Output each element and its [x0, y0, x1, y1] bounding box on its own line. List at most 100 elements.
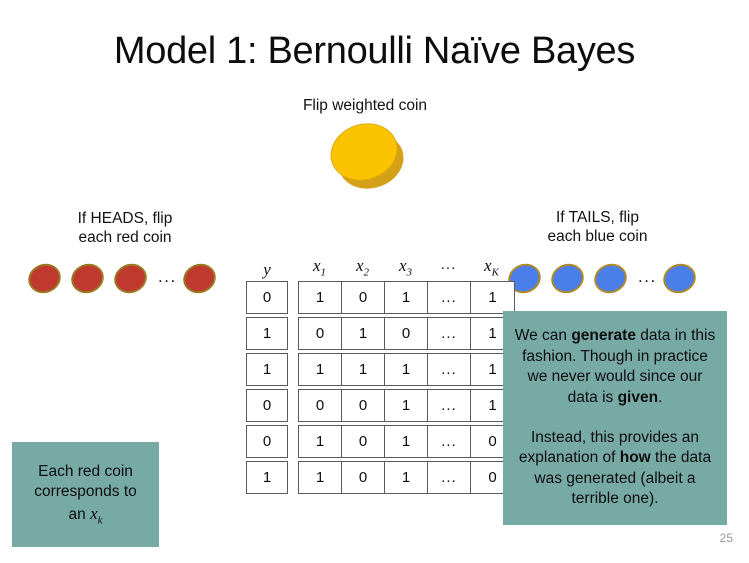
table-cell-y: 1: [246, 461, 288, 494]
rc-p1-c: .: [658, 388, 663, 406]
table-cell-ellipsis: ...: [428, 282, 471, 313]
column-header-sub: 3: [406, 266, 413, 278]
red-coin-row: ...: [24, 259, 226, 298]
heads-caption-line2: each red coin: [78, 229, 172, 247]
table-cell-x: 0: [385, 318, 428, 349]
left-callout-variable: xk: [90, 503, 103, 526]
table-cell-x: 1: [299, 282, 342, 313]
table-row-gap: [288, 461, 298, 494]
rc-p1-b: data in this fashion. Though in practice…: [522, 327, 716, 406]
table-cell-x: 1: [385, 390, 428, 421]
table-row-gap: [288, 317, 298, 350]
tails-caption-line2: each blue coin: [547, 228, 648, 246]
table-cell-x: 0: [488, 433, 497, 450]
red-coin-ellipsis: ...: [158, 266, 177, 286]
table-cell-ellipsis: ...: [428, 354, 471, 385]
heads-caption-line1: If HEADS, flip: [77, 210, 173, 227]
table-cell-ellipsis: ...: [428, 426, 471, 457]
left-callout-variable-base: x: [90, 503, 98, 523]
table-cell-x: 1: [385, 354, 428, 385]
table-cell-y: 0: [246, 389, 288, 422]
table-cell-x: 0: [342, 282, 385, 313]
column-header-base: x: [398, 255, 407, 275]
page-title: Model 1: Bernoulli Naïve Bayes: [113, 30, 636, 72]
table-cell-x: 1: [342, 354, 385, 385]
weighted-coin-icon: [323, 114, 411, 197]
blue-coin-icon: [590, 259, 631, 298]
left-callout-line2: corresponds to: [34, 483, 137, 501]
left-callout-line3: an xk: [69, 503, 103, 528]
red-coin-icon: [67, 259, 108, 298]
column-header-sub: 2: [363, 266, 370, 278]
table-cell-x: 0: [299, 318, 342, 349]
table-cell-x: 1: [385, 462, 428, 493]
column-header-sub: 1: [320, 266, 327, 278]
left-callout-line3-prefix: an: [68, 505, 91, 523]
left-callout-variable-sub: k: [97, 513, 103, 526]
rc-p1-a: We can: [514, 327, 572, 345]
table-cell-x: 1: [385, 282, 428, 313]
table-row-gap: [288, 281, 298, 314]
flip-coin-caption: Flip weighted coin: [302, 97, 428, 114]
blue-coin-ellipsis: ...: [638, 266, 657, 286]
blue-coin-icon: [547, 259, 588, 298]
table-cell-y: 1: [246, 353, 288, 386]
column-header-x2: x2: [341, 257, 384, 281]
red-coin-icon: [24, 259, 65, 298]
column-header-base: x: [355, 255, 364, 275]
rc-p2-a: Instead, this provides an explanation of: [518, 429, 700, 467]
table-cell-ellipsis: ...: [428, 318, 471, 349]
table-cell-y: 0: [246, 281, 288, 314]
column-header-xK: xK: [470, 257, 513, 281]
red-coin-icon-last: [178, 259, 220, 298]
table-row-gap: [288, 425, 298, 458]
rc-p2-bold-how: how: [619, 449, 651, 467]
left-callout-box: Each red coin corresponds to an xk: [12, 442, 159, 547]
table-cell-y: 1: [246, 317, 288, 350]
table-cell-x: 1: [488, 361, 497, 378]
blue-coin-icon-last: [658, 259, 700, 298]
column-header-ellipsis: ...: [440, 255, 457, 273]
column-header-x3: x3: [384, 257, 427, 281]
right-callout-paragraph-2: Instead, this provides an explanation of…: [513, 428, 717, 510]
rc-p1-bold-generate: generate: [571, 327, 636, 345]
table-row-gap: [288, 389, 298, 422]
rc-p1-bold-given: given: [617, 388, 659, 406]
column-header-y: y: [263, 260, 271, 279]
table-cell-x: 1: [488, 289, 497, 306]
right-callout-box: We can generate data in this fashion. Th…: [503, 311, 727, 525]
heads-caption: If HEADS, flip each red coin: [30, 209, 220, 248]
right-callout-paragraph-1: We can generate data in this fashion. Th…: [513, 326, 717, 408]
tails-caption: If TAILS, flip each blue coin: [505, 208, 690, 247]
page-number: 25: [719, 531, 733, 545]
table-cell-ellipsis: ...: [428, 462, 471, 493]
column-header-x1: x1: [298, 257, 341, 281]
table-cell-x: 1: [488, 325, 497, 342]
column-header-base: x: [484, 255, 492, 275]
table-cell-x: 1: [342, 318, 385, 349]
left-callout-line1: Each red coin: [38, 462, 133, 480]
column-header-base: x: [312, 255, 321, 275]
table-cell-x: 0: [488, 469, 497, 486]
table-cell-x: 1: [385, 426, 428, 457]
table-cell-ellipsis: ...: [428, 390, 471, 421]
red-coin-icon: [110, 259, 151, 298]
table-cell-x: 1: [299, 354, 342, 385]
blue-coin-row: ...: [504, 259, 706, 298]
rc-p2-b: the data was generated (albeit a terribl…: [534, 449, 712, 508]
table-cell-x: 1: [488, 397, 497, 414]
